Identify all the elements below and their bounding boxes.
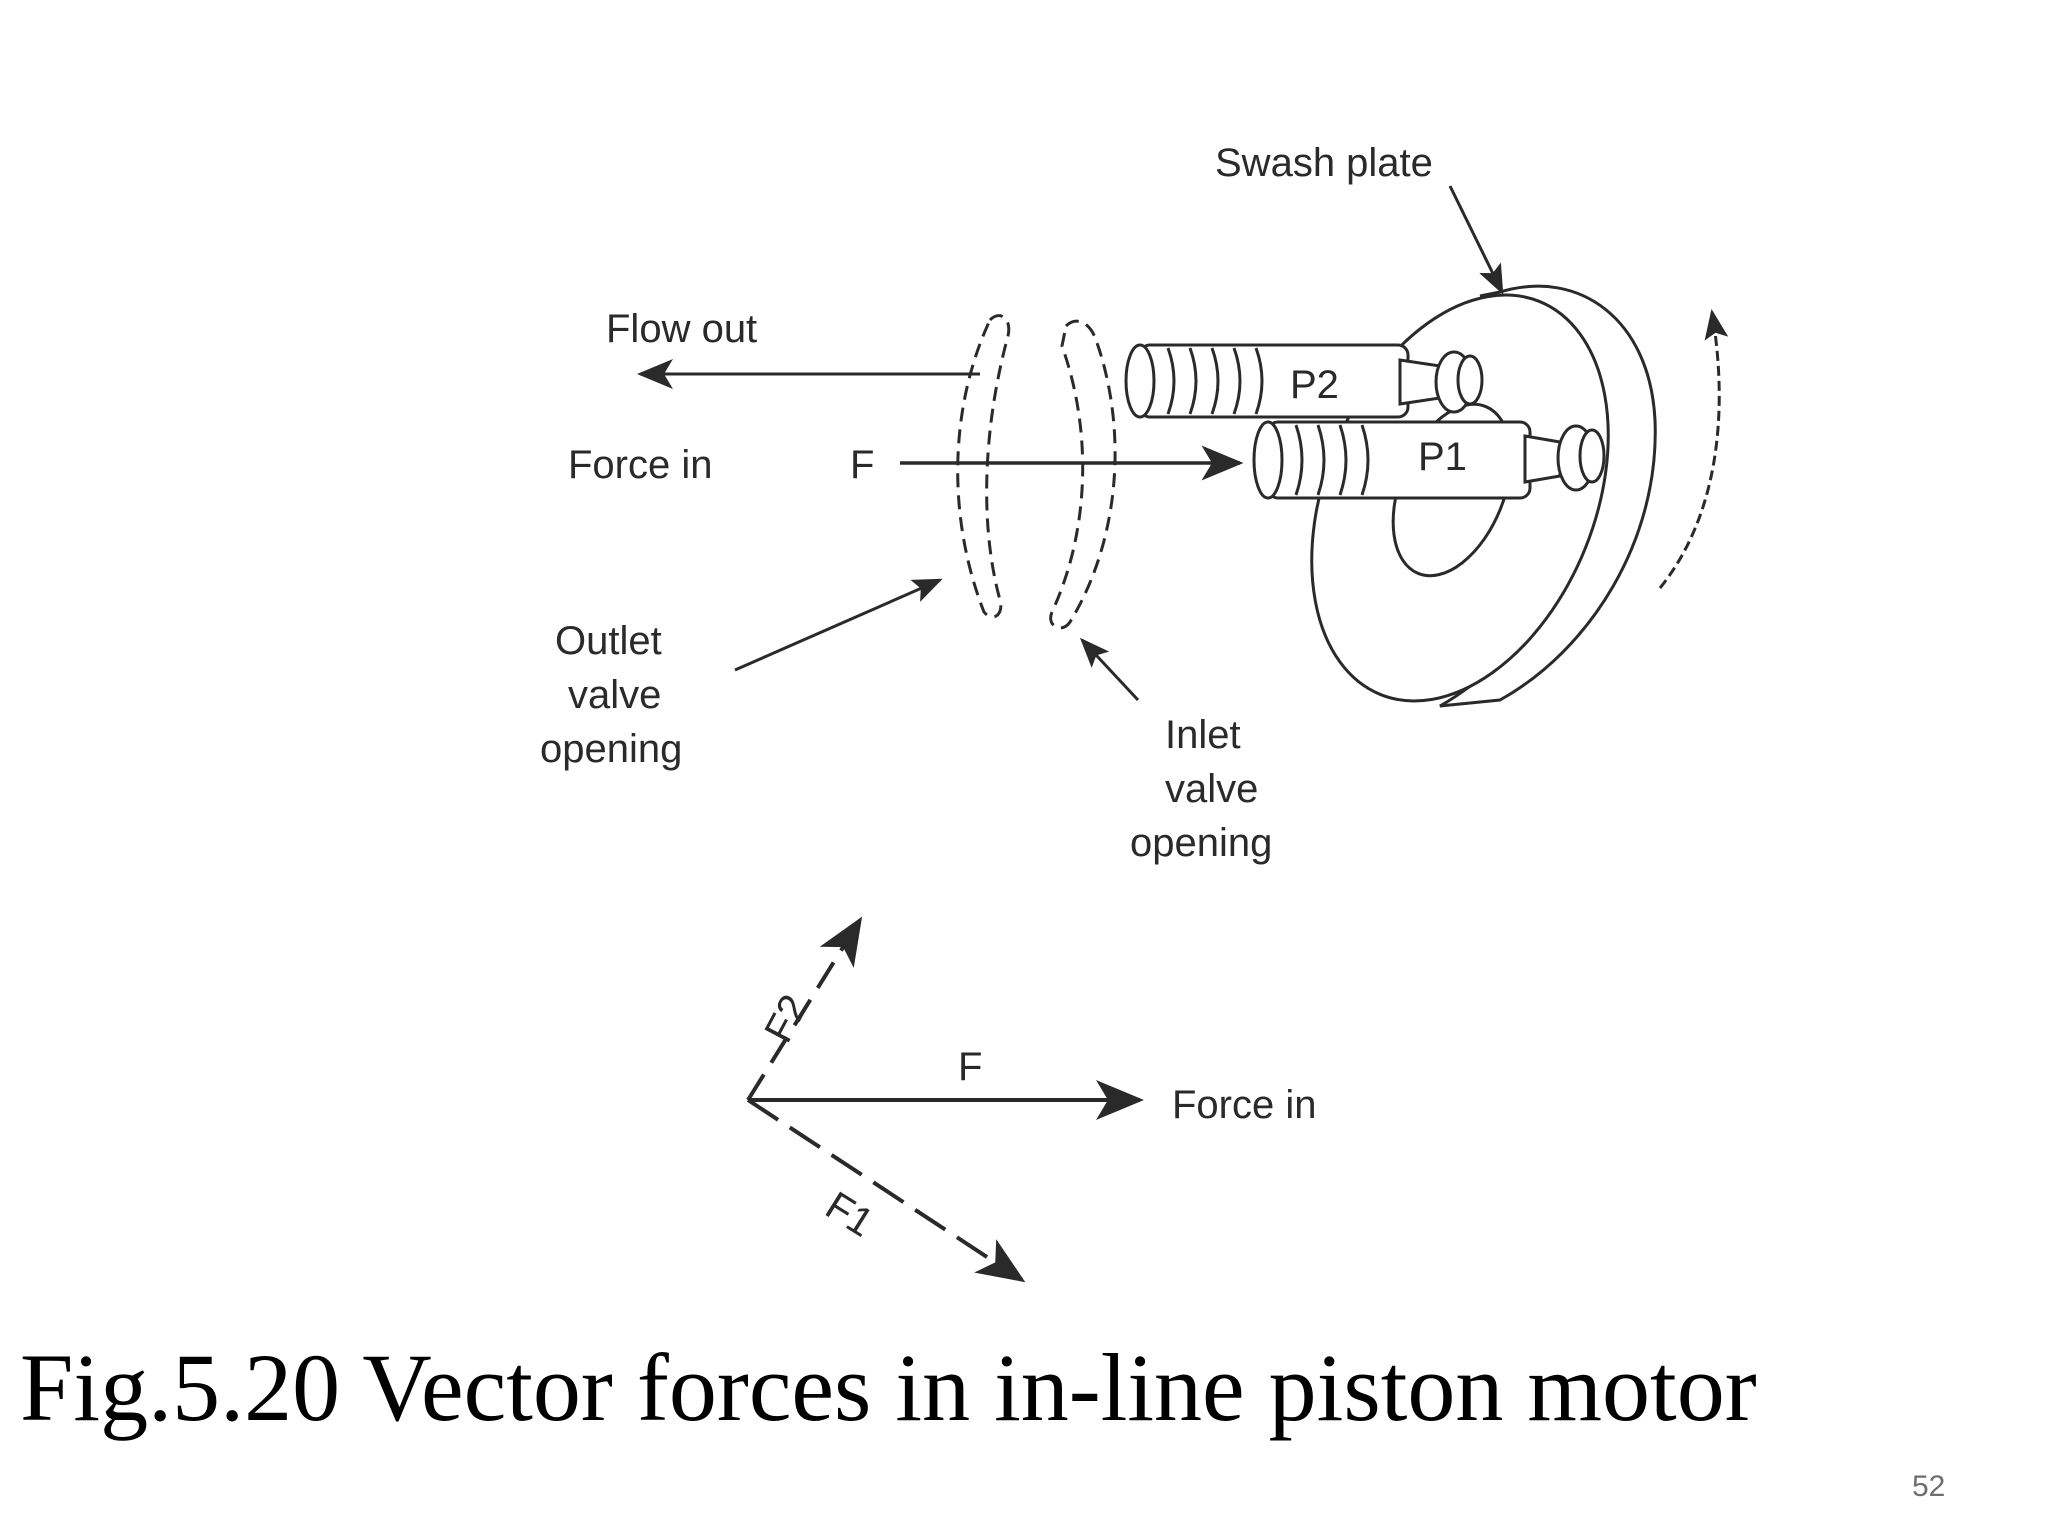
swash-plate-pointer	[1448, 185, 1504, 295]
outlet-pointer	[734, 578, 943, 672]
rotation-arrow	[1658, 309, 1729, 589]
svg-text:Outlet: Outlet	[555, 619, 662, 663]
vector-f2-arrow	[746, 916, 863, 1102]
svg-text:valve: valve	[1165, 767, 1258, 811]
svg-text:valve: valve	[568, 673, 661, 717]
force-in-label: Force in	[568, 443, 713, 487]
piston-p2	[1124, 343, 1484, 419]
inlet-label: Inlet valve opening	[1130, 713, 1272, 865]
vector-force-in-label: Force in	[1172, 1083, 1317, 1127]
svg-text:Inlet: Inlet	[1165, 713, 1241, 757]
vector-f-label: F	[958, 1045, 982, 1089]
svg-text:opening: opening	[540, 727, 682, 771]
vector-f1-label: F1	[818, 1184, 881, 1246]
figure-caption: Fig.5.20 Vector forces in in-line piston…	[20, 1334, 1757, 1441]
piston-p1	[1252, 420, 1606, 500]
piston-p2-label: P2	[1290, 363, 1339, 407]
swash-plate-label: Swash plate	[1215, 141, 1433, 185]
flow-out-label: Flow out	[606, 307, 757, 351]
page-number: 52	[1912, 1470, 1946, 1503]
svg-text:opening: opening	[1130, 821, 1272, 865]
inlet-pointer	[1079, 637, 1140, 702]
outlet-valve-opening	[956, 314, 1011, 619]
vector-f1-arrow	[746, 1098, 1026, 1283]
force-symbol: F	[850, 443, 874, 487]
outlet-label: Outlet valve opening	[540, 619, 682, 771]
vector-f2-label: F2	[756, 988, 817, 1050]
inlet-valve-opening	[1049, 319, 1117, 630]
piston-p1-label: P1	[1418, 435, 1467, 479]
vector-diagram: F Force in F2 F1	[746, 916, 1317, 1283]
